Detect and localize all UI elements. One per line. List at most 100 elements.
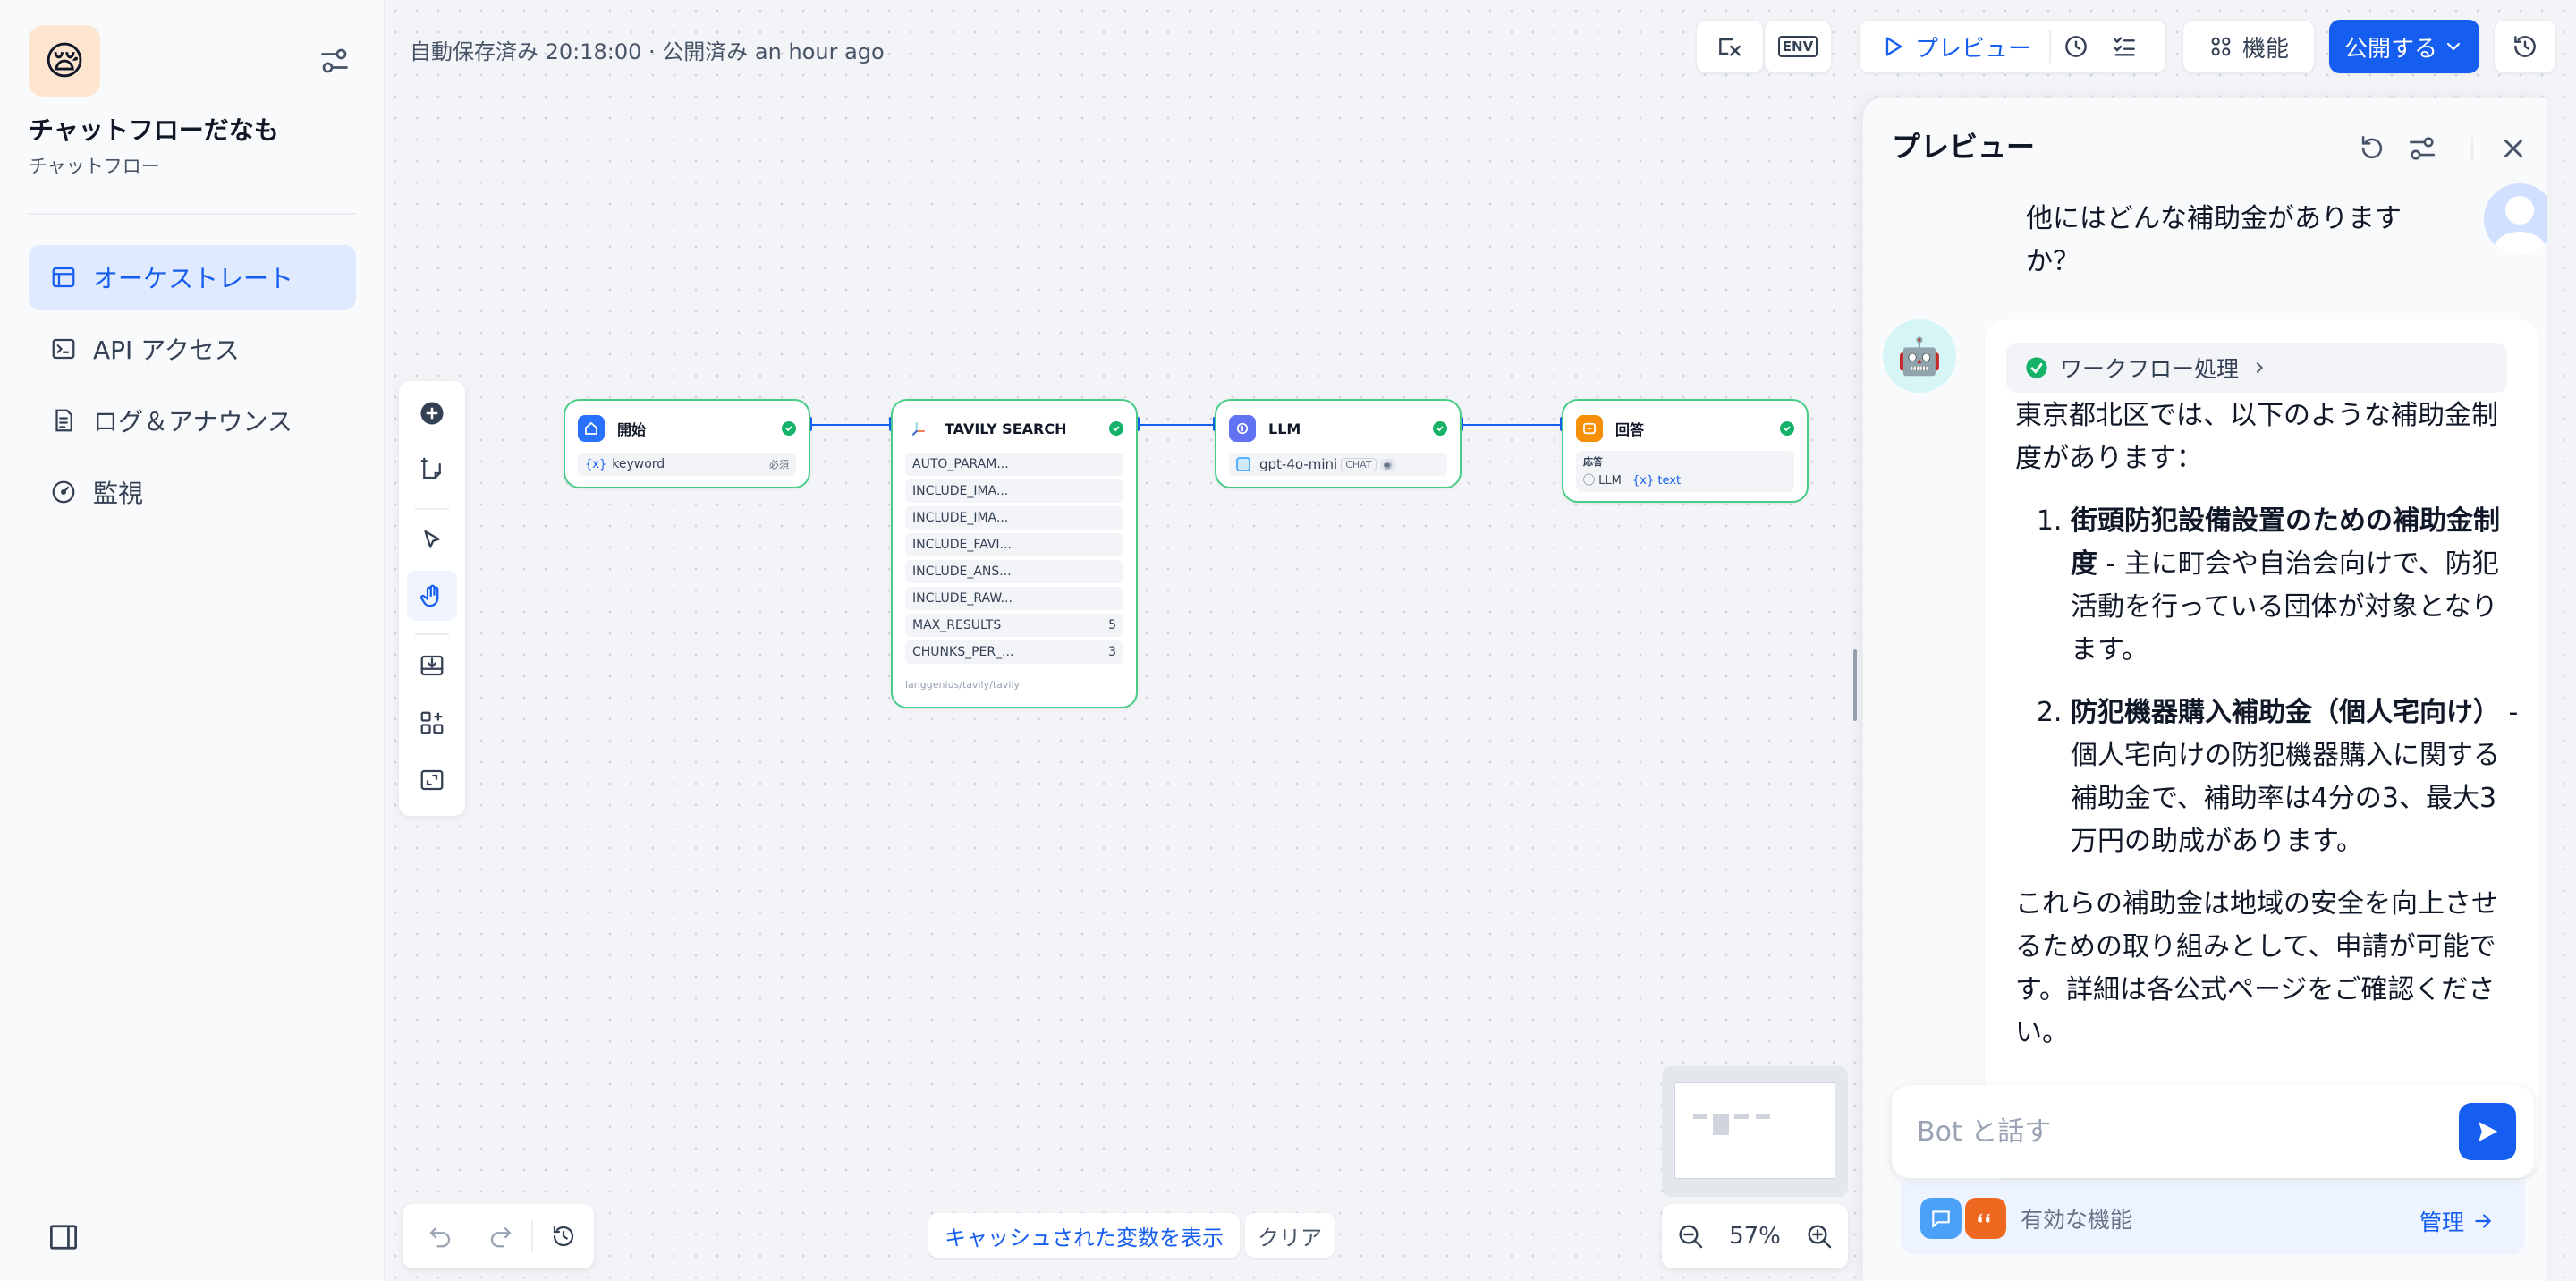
toolbar-divider bbox=[415, 633, 449, 635]
start-node[interactable]: 開始 {x} keyword 必須 bbox=[564, 399, 810, 488]
redo-button[interactable] bbox=[476, 1211, 526, 1261]
undo-icon bbox=[429, 1227, 451, 1248]
env-button[interactable]: ENV bbox=[1764, 20, 1832, 73]
subsidy-list: 街頭防犯設備設置のための補助金制度 - 主に町会や自治会向けで、防犯活動を行って… bbox=[2015, 500, 2521, 863]
undo-button[interactable] bbox=[415, 1211, 465, 1261]
grid-layout-icon bbox=[420, 711, 444, 734]
hand-mode-button[interactable] bbox=[407, 571, 457, 621]
node-title: LLM bbox=[1268, 420, 1301, 437]
pointer-mode-button[interactable] bbox=[407, 515, 457, 565]
chevron-right-icon bbox=[2256, 361, 2264, 374]
image-export-icon bbox=[420, 655, 444, 676]
node-output-handle[interactable] bbox=[809, 417, 812, 431]
preview-button[interactable]: プレビュー bbox=[1915, 35, 2032, 63]
organize-blocks-button[interactable] bbox=[407, 698, 457, 748]
export-image-button[interactable] bbox=[407, 640, 457, 691]
bot-message: ワークフロー処理 東京都北区では、以下のような補助金制度があります： 街頭防犯設… bbox=[1985, 319, 2539, 1178]
sidebar-collapse-icon[interactable] bbox=[48, 1224, 79, 1251]
close-icon[interactable] bbox=[2498, 133, 2529, 164]
features-button-label: 機能 bbox=[2241, 35, 2289, 63]
preview-panel: プレビュー 他にはどんな補助金がありますか？ 🤖 ワークフロー処理 東京都北区で… bbox=[1862, 97, 2547, 1281]
history-icon bbox=[553, 1226, 574, 1247]
manage-features-link[interactable]: 管理 bbox=[2419, 1205, 2495, 1237]
sidebar-item-api-access[interactable]: API アクセス bbox=[29, 317, 356, 381]
param-value: 3 bbox=[1108, 645, 1116, 659]
llm-node[interactable]: LLM gpt-4o-mini CHAT ◉ bbox=[1215, 399, 1462, 488]
monitor-icon bbox=[52, 480, 75, 504]
param-row: INCLUDE_IMA... bbox=[905, 479, 1123, 503]
fit-view-button[interactable] bbox=[407, 755, 457, 805]
minimap[interactable] bbox=[1662, 1066, 1848, 1197]
response-label: 応答 bbox=[1583, 456, 1603, 468]
sidebar-item-logs[interactable]: ログ＆アナウンス bbox=[29, 388, 356, 453]
tavily-search-node[interactable]: TAVILY SEARCH AUTO_PARAM... INCLUDE_IMA.… bbox=[891, 399, 1138, 708]
quote-icon bbox=[1965, 1198, 2006, 1239]
provider-label: langgenius/tavily/tavily bbox=[905, 679, 1021, 691]
sidebar-item-orchestrate[interactable]: オーケストレート bbox=[29, 245, 356, 310]
minimap-node bbox=[1693, 1114, 1707, 1119]
param-name: INCLUDE_FAVI... bbox=[912, 538, 1012, 552]
variable-name: keyword bbox=[612, 457, 665, 471]
settings-sliders-icon[interactable] bbox=[2407, 133, 2437, 164]
node-header: 開始 bbox=[578, 413, 796, 444]
sidebar-divider bbox=[29, 213, 356, 215]
param-row: AUTO_PARAM... bbox=[905, 453, 1123, 476]
sidebar-item-label: オーケストレート bbox=[93, 264, 294, 293]
panel-resize-handle[interactable] bbox=[1853, 649, 1857, 721]
add-node-button[interactable] bbox=[407, 388, 457, 438]
arrow-right-icon bbox=[2475, 1214, 2492, 1228]
checklist-icon[interactable] bbox=[2110, 32, 2139, 61]
checklist-button[interactable] bbox=[1696, 20, 1764, 73]
variable-icon: {x} bbox=[585, 457, 607, 471]
answer-source: ⓘ LLM {x} text bbox=[1583, 471, 1787, 488]
sidebar-item-label: API アクセス bbox=[93, 335, 240, 365]
minimap-node bbox=[1713, 1114, 1729, 1135]
history-button[interactable] bbox=[538, 1211, 589, 1261]
app-icon[interactable]: 😪 bbox=[29, 25, 100, 97]
node-output-handle[interactable] bbox=[1460, 417, 1463, 431]
check-circle-icon bbox=[2026, 357, 2047, 378]
list-item-body: - 主に町会や自治会向けで、防犯活動を行っている団体が対象となります。 bbox=[2071, 548, 2499, 666]
answer-node[interactable]: 回答 応答 ⓘ LLM {x} text bbox=[1562, 399, 1809, 503]
add-note-button[interactable] bbox=[407, 444, 457, 494]
sidebar-item-label: 監視 bbox=[93, 479, 144, 508]
vision-eye-icon: ◉ bbox=[1379, 458, 1396, 471]
version-history-button[interactable] bbox=[2494, 20, 2556, 73]
sidebar: 😪 チャットフローだなも チャットフロー オーケストレート API アクセス ロ… bbox=[0, 0, 385, 1281]
sidebar-nav: オーケストレート API アクセス ログ＆アナウンス 監視 bbox=[29, 245, 356, 531]
minimap-viewport bbox=[1674, 1082, 1835, 1179]
clear-cache-button[interactable]: クリア bbox=[1245, 1213, 1335, 1258]
variable-icon: {x} bbox=[1632, 474, 1655, 488]
features-button[interactable]: 機能 bbox=[2182, 20, 2315, 73]
minimap-node bbox=[1734, 1114, 1749, 1119]
send-button[interactable] bbox=[2459, 1103, 2516, 1160]
list-item-body: - 個人宅向けの防犯機器購入に関する補助金で、補助率は4分の3、最大3万円の助成… bbox=[2071, 697, 2519, 857]
run-history-icon[interactable] bbox=[2062, 32, 2090, 61]
required-tag: 必須 bbox=[769, 459, 789, 471]
restart-icon[interactable] bbox=[2357, 133, 2387, 164]
zoom-out-icon[interactable] bbox=[1676, 1222, 1705, 1251]
publish-button[interactable]: 公開する bbox=[2329, 20, 2479, 73]
zoom-level[interactable]: 57% bbox=[1729, 1223, 1781, 1250]
enabled-features-bar: 有効な機能 管理 bbox=[1901, 1182, 2525, 1255]
show-cached-variables-button[interactable]: キャッシュされた変数を表示 bbox=[928, 1213, 1240, 1258]
param-row: INCLUDE_IMA... bbox=[905, 506, 1123, 530]
start-variable-row: {x} keyword 必須 bbox=[578, 453, 796, 476]
settings-sliders-icon[interactable] bbox=[318, 45, 351, 77]
redo-icon bbox=[490, 1227, 512, 1248]
check-icon bbox=[1433, 421, 1447, 436]
node-output-handle[interactable] bbox=[1136, 417, 1140, 431]
user-silhouette-icon bbox=[2493, 196, 2546, 255]
edge-start-tavily bbox=[810, 424, 891, 426]
node-header: TAVILY SEARCH bbox=[905, 413, 1123, 444]
chat-input[interactable] bbox=[1917, 1116, 2418, 1148]
variable-name: text bbox=[1657, 474, 1682, 488]
workflow-process-toggle[interactable]: ワークフロー処理 bbox=[2006, 343, 2507, 393]
answer-output-box: 応答 ⓘ LLM {x} text bbox=[1576, 451, 1794, 492]
sidebar-item-monitoring[interactable]: 監視 bbox=[29, 460, 356, 524]
toolbar-divider bbox=[415, 508, 449, 510]
param-row: INCLUDE_RAW... bbox=[905, 587, 1123, 610]
bot-avatar: 🤖 bbox=[1883, 319, 1956, 393]
zoom-in-icon[interactable] bbox=[1805, 1222, 1834, 1251]
list-item-title: 街頭防犯設備設置のための補助金制度 bbox=[2071, 505, 2500, 580]
